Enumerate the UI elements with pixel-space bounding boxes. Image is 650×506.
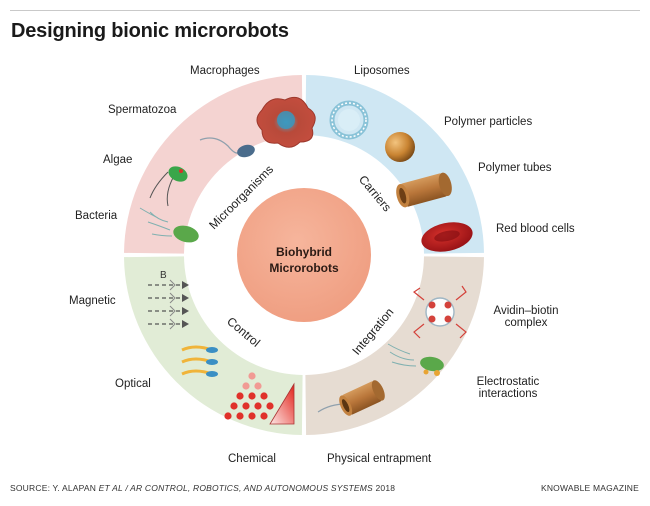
control-sector: [124, 256, 303, 435]
label-chemical: Chemical: [228, 453, 276, 465]
chemical-dot: [266, 402, 274, 410]
source-prefix: SOURCE: Y. ALAPAN: [10, 483, 97, 493]
source-year: 2018: [375, 483, 396, 493]
liposome-icon: [329, 100, 369, 140]
label-liposomes: Liposomes: [354, 65, 410, 77]
top-rule: [10, 10, 640, 11]
chemical-dot: [260, 412, 268, 420]
label-magnetic: Magnetic: [69, 295, 116, 307]
electrostatic-bacterium-icon: [387, 343, 444, 376]
chemical-dot: [236, 392, 244, 400]
label-optical: Optical: [115, 378, 151, 390]
chemical-dot: [260, 392, 268, 400]
label-avidin-line1: Avidin–biotin: [493, 305, 559, 317]
biohybrid-core: [237, 188, 371, 322]
section-carriers: Carriers: [356, 173, 394, 215]
label-avidin-line2: complex: [504, 317, 548, 329]
spermatozoa-icon: [199, 137, 255, 158]
chemical-dot: [242, 402, 250, 410]
avidin-biotin-icon: [412, 285, 467, 339]
label-physical-entrapment: Physical entrapment: [327, 453, 432, 465]
label-avidin-biotin: Avidin–biotin complex: [478, 305, 574, 329]
chemical-dot: [248, 412, 256, 420]
magnetic-field-letter: B: [160, 270, 167, 281]
publisher-credit: KNOWABLE MAGAZINE: [540, 483, 639, 493]
label-polymer-tubes: Polymer tubes: [478, 162, 552, 174]
red-blood-cell-icon: [421, 222, 473, 252]
algae-icon: [149, 166, 188, 207]
polymer-particle-icon: [385, 132, 415, 162]
chemical-dot: [224, 412, 232, 420]
magnetic-field-icon: B: [148, 270, 189, 330]
bacteria-icon: [139, 207, 199, 243]
source-italic: ET AL / AR CONTROL, ROBOTICS, AND AUTONO…: [98, 483, 373, 493]
label-spermatozoa: Spermatozoa: [108, 104, 177, 116]
physical-entrapment-icon: [317, 380, 385, 416]
chemical-dot: [254, 382, 262, 390]
page-title: Designing bionic microrobots: [11, 20, 289, 42]
core-line-1: Biohybrid: [276, 245, 332, 259]
chemical-gradient-icon: [224, 372, 295, 425]
optical-icon: [181, 345, 218, 377]
label-bacteria: Bacteria: [75, 210, 118, 222]
core-line-2: Microrobots: [269, 261, 339, 275]
chemical-dot: [230, 402, 238, 410]
polymer-tube-icon: [396, 172, 452, 208]
source-credit: SOURCE: Y. ALAPAN ET AL / AR CONTROL, RO…: [10, 483, 395, 493]
macrophage-icon: [256, 96, 316, 148]
label-macrophages: Macrophages: [190, 65, 260, 77]
label-polymer-particles: Polymer particles: [444, 116, 533, 128]
label-red-blood-cells: Red blood cells: [496, 223, 575, 235]
chemical-dot: [248, 372, 256, 380]
section-control: Control: [224, 314, 263, 350]
chemical-dot: [236, 412, 244, 420]
chemical-dot: [254, 402, 262, 410]
chemical-dot: [242, 382, 250, 390]
chemical-dot: [248, 392, 256, 400]
label-electro-line2: interactions: [478, 388, 538, 400]
label-electrostatic: Electrostatic interactions: [460, 376, 556, 400]
label-electro-line1: Electrostatic: [476, 376, 540, 388]
label-algae: Algae: [103, 154, 133, 166]
